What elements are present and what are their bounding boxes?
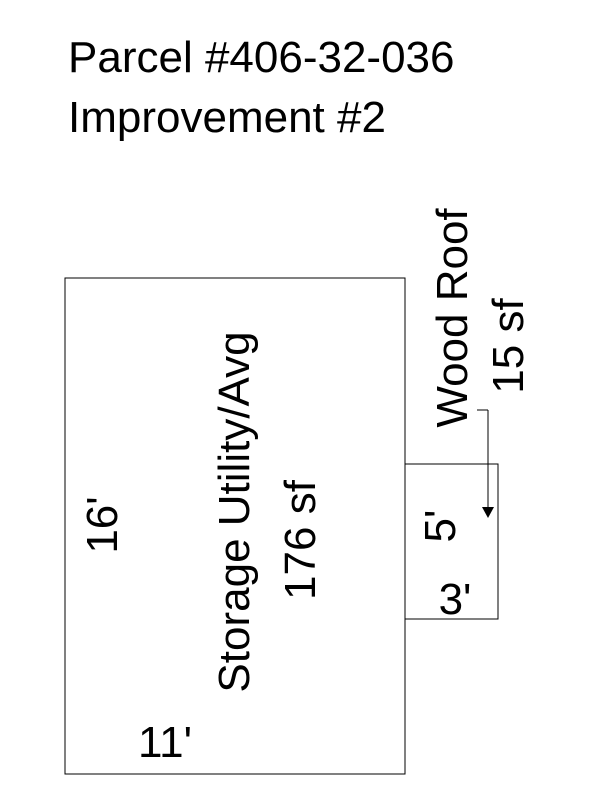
addition-size: 15 sf: [484, 298, 533, 394]
addition-height-dimension: 5': [416, 510, 465, 543]
addition-outline: [404, 463, 499, 620]
addition-name: Wood Roof: [428, 208, 477, 428]
main-width-dimension: 11': [138, 718, 192, 767]
main-height-dimension: 16': [78, 496, 127, 553]
main-area-name: Storage Utility/Avg: [210, 331, 259, 692]
parcel-title: Parcel #406-32-036: [68, 33, 455, 82]
main-area-size: 176 sf: [276, 479, 325, 600]
leader-arrow: [477, 409, 494, 518]
addition-width-dimension: 3': [439, 575, 472, 624]
improvement-title: Improvement #2: [68, 93, 386, 142]
